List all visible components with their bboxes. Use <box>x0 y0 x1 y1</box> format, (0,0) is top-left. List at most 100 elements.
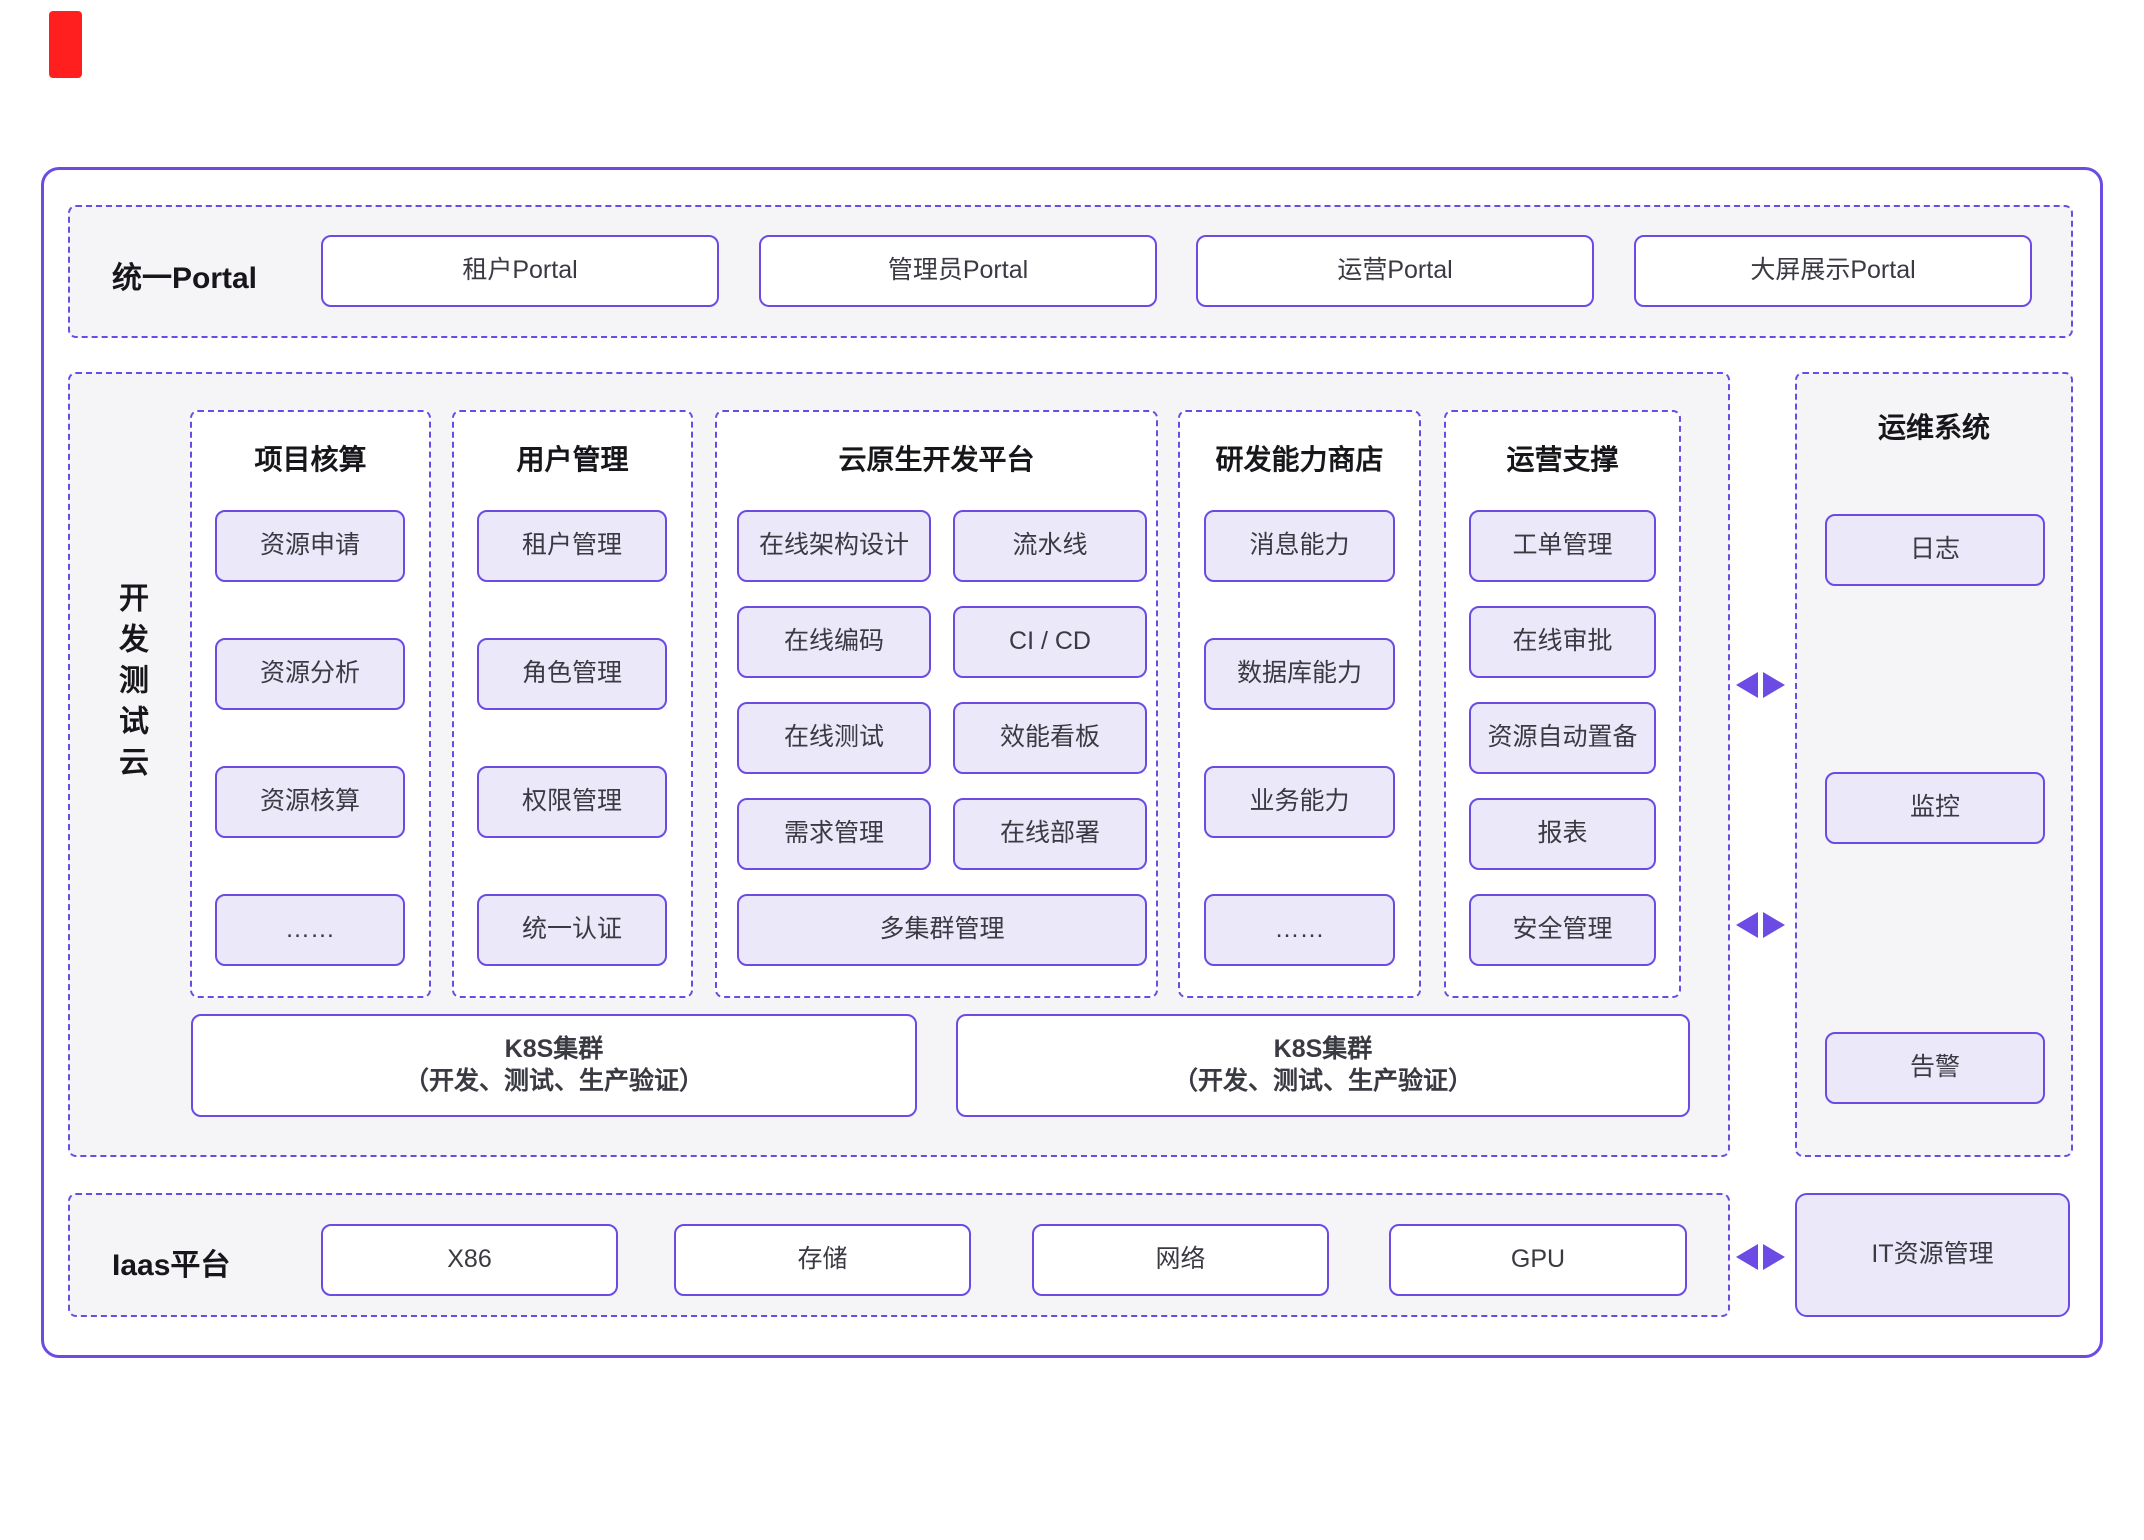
box-role-management: 角色管理 <box>477 638 667 710</box>
arrow-left-icon <box>1736 912 1758 938</box>
dev-ops-arrows-bottom <box>1736 912 1785 938</box>
portal-box-tenant-label: 租户Portal <box>462 256 578 285</box>
box-online-testing: 在线测试 <box>737 702 931 774</box>
k8s-cluster-2-title: K8S集群 <box>1273 1035 1373 1064</box>
iaas-band-label: Iaas平台 <box>112 1249 231 1282</box>
portal-box-bigscreen-label: 大屏展示Portal <box>1750 256 1916 285</box>
arrow-left-icon <box>1736 1244 1758 1270</box>
box-monitoring: 监控 <box>1825 772 2045 844</box>
box-role-management-label: 角色管理 <box>521 659 622 688</box>
box-gpu: GPU <box>1389 1224 1687 1296</box>
portal-box-admin: 管理员Portal <box>759 235 1157 307</box>
box-online-coding-label: 在线编码 <box>783 627 884 656</box>
column-operation-support-title: 运营支撑 <box>1506 444 1619 475</box>
box-online-arch-design: 在线架构设计 <box>737 510 931 582</box>
box-reports: 报表 <box>1469 798 1656 870</box>
k8s-cluster-box-2: K8S集群 （开发、测试、生产验证） <box>956 1014 1690 1117</box>
k8s-cluster-box-1: K8S集群 （开发、测试、生产验证） <box>191 1014 917 1117</box>
box-multi-cluster-management: 多集群管理 <box>737 894 1147 966</box>
box-online-coding: 在线编码 <box>737 606 931 678</box>
it-resource-management-box: IT资源管理 <box>1795 1193 2070 1317</box>
red-corner-marker <box>49 11 82 78</box>
arrow-right-icon <box>1763 1244 1785 1270</box>
k8s-cluster-2-subtitle: （开发、测试、生产验证） <box>1172 1066 1473 1095</box>
box-unified-auth: 统一认证 <box>477 894 667 966</box>
arrow-right-icon <box>1763 912 1785 938</box>
box-capability-more-label: …… <box>1274 915 1325 944</box>
box-business-capability: 业务能力 <box>1204 766 1395 838</box>
box-resource-analysis-label: 资源分析 <box>259 659 360 688</box>
box-ci-cd: CI / CD <box>953 606 1147 678</box>
box-resource-auto-provisioning-label: 资源自动置备 <box>1487 723 1638 752</box>
box-online-approval: 在线审批 <box>1469 606 1656 678</box>
box-pipeline-label: 流水线 <box>1012 531 1088 560</box>
box-business-capability-label: 业务能力 <box>1249 787 1350 816</box>
box-storage-label: 存储 <box>797 1245 848 1274</box>
box-message-capability: 消息能力 <box>1204 510 1395 582</box>
box-resource-accounting: 资源核算 <box>215 766 405 838</box>
portal-box-operation-label: 运营Portal <box>1337 256 1453 285</box>
box-x86-label: X86 <box>447 1245 492 1274</box>
box-logs: 日志 <box>1825 514 2045 586</box>
box-project-more-label: …… <box>285 915 335 944</box>
box-ticket-management-label: 工单管理 <box>1512 531 1613 560</box>
box-online-arch-design-label: 在线架构设计 <box>758 531 909 560</box>
box-logs-label: 日志 <box>1909 535 1960 564</box>
box-tenant-management-label: 租户管理 <box>521 531 622 560</box>
box-network: 网络 <box>1032 1224 1329 1296</box>
box-ci-cd-label: CI / CD <box>1009 627 1091 656</box>
portal-box-operation: 运营Portal <box>1196 235 1594 307</box>
k8s-cluster-1-subtitle: （开发、测试、生产验证） <box>403 1066 704 1095</box>
box-database-capability-label: 数据库能力 <box>1236 659 1362 688</box>
box-reports-label: 报表 <box>1537 819 1588 848</box>
column-rd-capability-store-title: 研发能力商店 <box>1215 444 1384 475</box>
box-requirement-management: 需求管理 <box>737 798 931 870</box>
box-online-testing-label: 在线测试 <box>783 723 884 752</box>
box-security-management: 安全管理 <box>1469 894 1656 966</box>
box-pipeline: 流水线 <box>953 510 1147 582</box>
dev-cloud-side-label: 开发测试云 <box>114 582 147 787</box>
portal-box-bigscreen: 大屏展示Portal <box>1634 235 2032 307</box>
iaas-it-arrows <box>1736 1244 1785 1270</box>
box-resource-apply: 资源申请 <box>215 510 405 582</box>
box-x86: X86 <box>321 1224 618 1296</box>
box-project-more: …… <box>215 894 405 966</box>
box-monitoring-label: 监控 <box>1909 793 1960 822</box>
arrow-left-icon <box>1736 672 1758 698</box>
box-resource-apply-label: 资源申请 <box>259 531 360 560</box>
box-network-label: 网络 <box>1155 1245 1206 1274</box>
box-resource-auto-provisioning: 资源自动置备 <box>1469 702 1656 774</box>
portal-box-admin-label: 管理员Portal <box>887 256 1029 285</box>
box-capability-more: …… <box>1204 894 1395 966</box>
box-performance-dashboard: 效能看板 <box>953 702 1147 774</box>
box-requirement-management-label: 需求管理 <box>783 819 884 848</box>
box-resource-accounting-label: 资源核算 <box>259 787 360 816</box>
box-permission-management-label: 权限管理 <box>521 787 622 816</box>
box-gpu-label: GPU <box>1510 1245 1566 1274</box>
box-permission-management: 权限管理 <box>477 766 667 838</box>
box-database-capability: 数据库能力 <box>1204 638 1395 710</box>
portal-band-label: 统一Portal <box>112 262 258 295</box>
box-online-deployment-label: 在线部署 <box>999 819 1100 848</box>
box-resource-analysis: 资源分析 <box>215 638 405 710</box>
box-storage: 存储 <box>674 1224 971 1296</box>
dev-ops-arrows-top <box>1736 672 1785 698</box>
it-resource-management-label: IT资源管理 <box>1871 1240 1994 1269</box>
k8s-cluster-1-title: K8S集群 <box>504 1035 604 1064</box>
column-user-management-title: 用户管理 <box>516 444 629 475</box>
column-cloud-native-platform-title: 云原生开发平台 <box>838 444 1035 475</box>
box-online-approval-label: 在线审批 <box>1512 627 1613 656</box>
arrow-right-icon <box>1763 672 1785 698</box>
ops-system-title: 运维系统 <box>1877 412 1990 443</box>
box-performance-dashboard-label: 效能看板 <box>999 723 1100 752</box>
box-unified-auth-label: 统一认证 <box>521 915 622 944</box>
box-security-management-label: 安全管理 <box>1512 915 1613 944</box>
box-alerting-label: 告警 <box>1909 1053 1960 1082</box>
box-message-capability-label: 消息能力 <box>1249 531 1350 560</box>
portal-box-tenant: 租户Portal <box>321 235 719 307</box>
column-project-accounting-title: 项目核算 <box>254 444 367 475</box>
box-tenant-management: 租户管理 <box>477 510 667 582</box>
box-ticket-management: 工单管理 <box>1469 510 1656 582</box>
box-online-deployment: 在线部署 <box>953 798 1147 870</box>
